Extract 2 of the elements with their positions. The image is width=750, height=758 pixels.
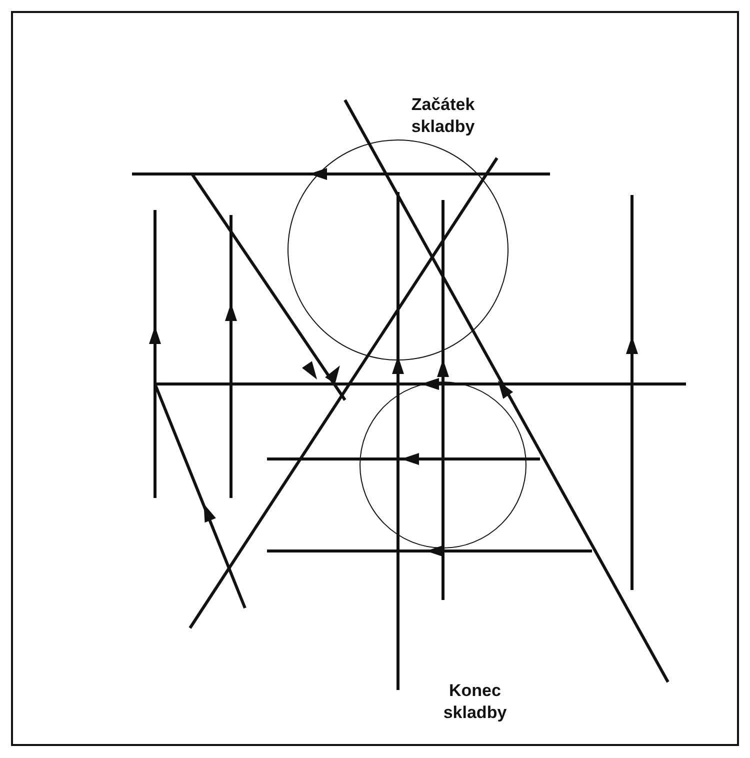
annotation-text: Začátek skladby bbox=[410, 94, 476, 138]
annotation-text: Konec skladby bbox=[442, 680, 508, 724]
